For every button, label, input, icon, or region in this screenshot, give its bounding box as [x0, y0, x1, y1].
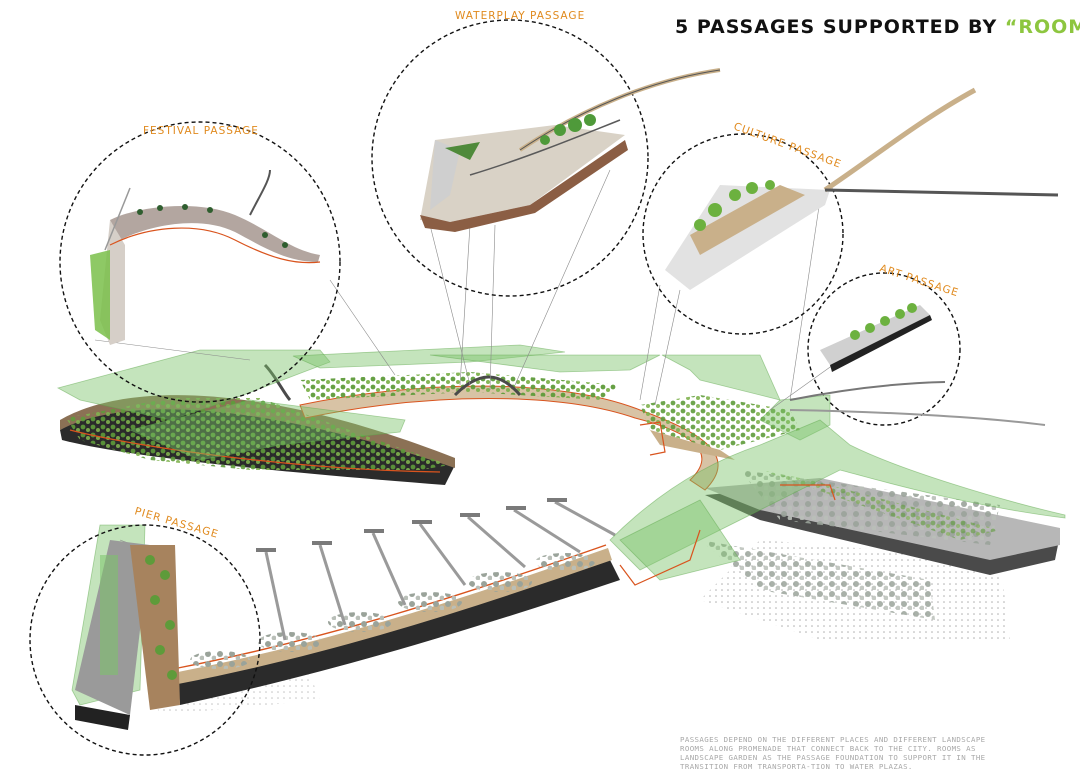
page-title: 5 PASSAGES SUPPORTED BY “ROOMS”	[675, 16, 1080, 38]
south-promenade	[177, 498, 620, 705]
festival-inset	[90, 169, 321, 345]
caption-text: PASSAGES DEPEND ON THE DIFFERENT PLACES …	[680, 735, 986, 771]
waterplay-inset	[420, 68, 721, 232]
waterplay-callout	[371, 19, 649, 297]
pier-callout	[29, 524, 261, 756]
ring-promenade	[60, 363, 800, 491]
art-inset	[789, 303, 1046, 426]
title-highlight: “ROOMS”	[1004, 16, 1080, 38]
label-waterplay: WATERPLAY PASSAGE	[455, 10, 585, 22]
pier-inset	[75, 540, 180, 730]
east-grove	[700, 470, 1060, 620]
label-festival: FESTIVAL PASSAGE	[143, 125, 259, 137]
edge-accents	[619, 421, 836, 586]
leader-lines	[94, 169, 841, 556]
festival-callout	[59, 121, 341, 403]
culture-inset	[665, 87, 1059, 290]
callout-circles	[29, 19, 961, 756]
title-prefix: 5 PASSAGES SUPPORTED BY	[675, 16, 1005, 38]
art-callout	[807, 272, 961, 426]
culture-callout	[642, 133, 844, 335]
